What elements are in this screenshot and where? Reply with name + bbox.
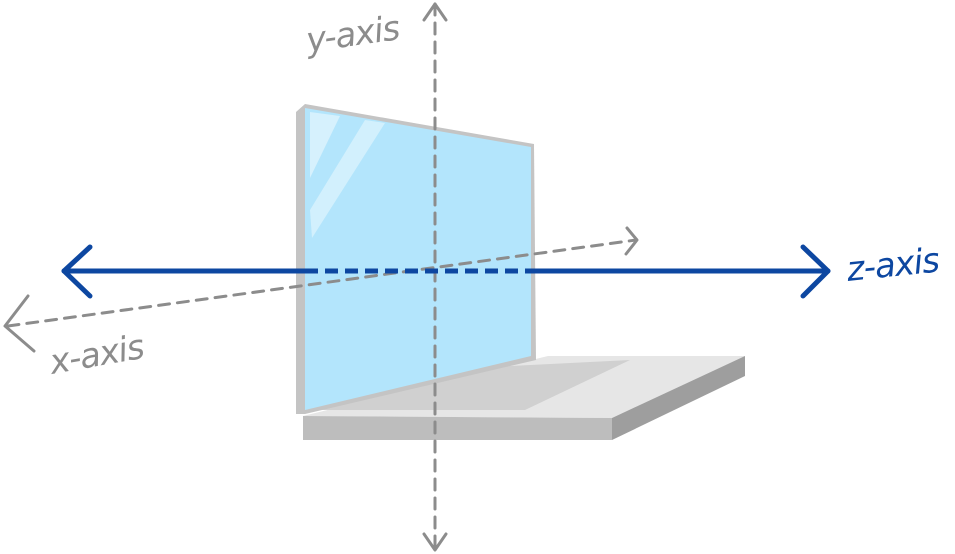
z-axis-arrow-left [61,244,93,299]
x-axis [3,226,639,353]
x-axis-arrow-left [3,294,36,353]
z-axis-label: z-axis [844,240,941,290]
y-axis-label: y-axis [303,8,402,61]
laptop-base-side [612,356,745,440]
z-axis [61,244,831,299]
y-axis-arrow-bottom [422,532,448,552]
y-axis [422,2,448,552]
screen-reflection-2 [310,120,385,238]
z-axis-arrow-right [800,244,831,299]
screen-reflection [310,112,340,178]
y-axis-arrow-top [422,2,448,22]
laptop-trackpad [303,360,630,410]
laptop-base-front [303,416,612,440]
laptop-screen [305,108,531,410]
x-axis-label: x-axis [46,327,147,383]
laptop-icon [296,104,745,440]
x-axis-arrow-right [624,226,639,256]
